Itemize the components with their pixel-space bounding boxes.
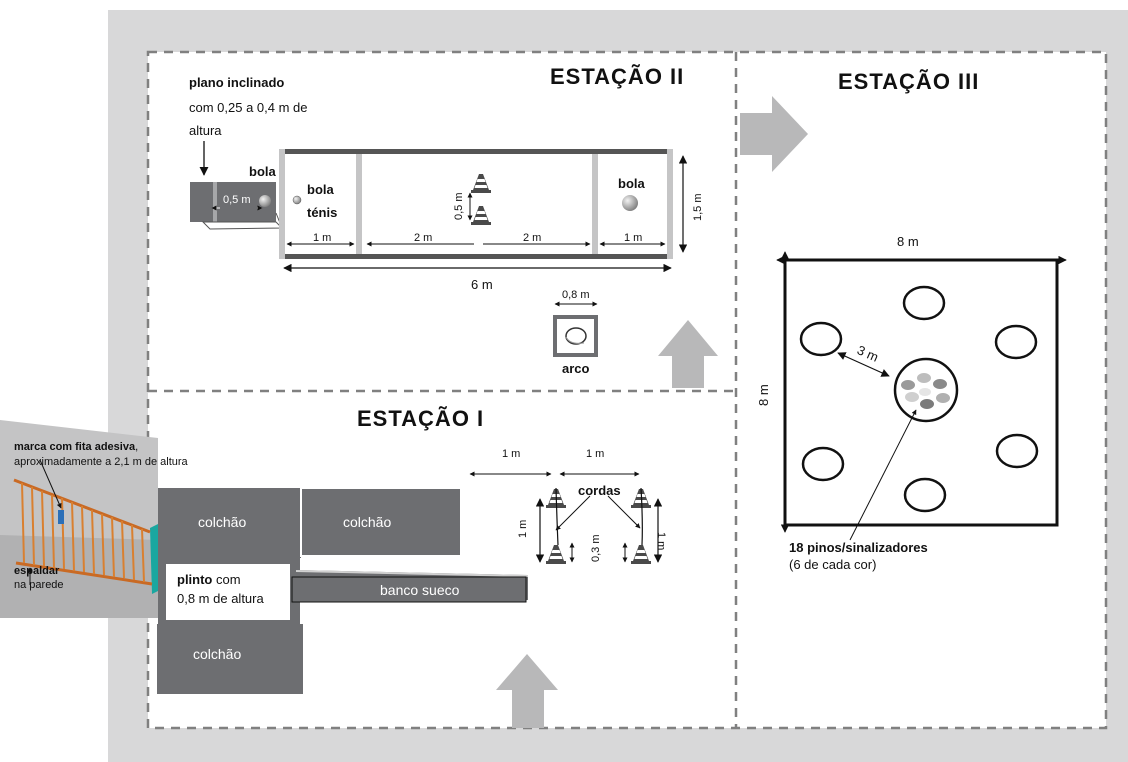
- square-field: [776, 251, 1067, 533]
- segment-3-label: 2 m: [523, 232, 542, 244]
- field-width-label: 8 m: [897, 234, 919, 249]
- ramp-width-label: 0,5 m: [223, 194, 251, 206]
- vault-box-bold: plinto: [177, 572, 213, 587]
- tennis-ball-label-1: bola: [307, 182, 334, 197]
- ramp-title: plano inclinado: [189, 75, 285, 90]
- wall-bars-label: espaldar: [14, 565, 60, 577]
- mat-3-label: colchão: [193, 646, 242, 662]
- radius-arrow: [837, 352, 890, 377]
- hoop-size-label: 0,8 m: [562, 289, 590, 301]
- bench-label: banco sueco: [380, 582, 460, 598]
- corridor-length-label: 6 m: [471, 277, 493, 292]
- ramp-ball-label: bola: [249, 164, 276, 179]
- station-boundaries: [146, 50, 1108, 730]
- tape-height-label: aproximadamente a 2,1 m de altura: [14, 456, 188, 468]
- mat-2-label: colchão: [343, 514, 392, 530]
- cone-gap-1-label: 1 m: [502, 448, 521, 460]
- corridor-width-label: 1,5 m: [692, 193, 704, 221]
- station-1-title: ESTAÇÃO I: [357, 406, 485, 431]
- tape-mark-bold: marca com fita adesiva: [14, 441, 136, 453]
- tape-mark-label: marca com fita adesiva,: [14, 441, 138, 453]
- mat-1-shape: [158, 488, 301, 558]
- cone-bottom: [471, 206, 491, 225]
- corridor: [279, 149, 673, 259]
- segment-1-label: 1 m: [313, 232, 332, 244]
- center-cones: [893, 357, 959, 423]
- wall-bars-panel: [0, 420, 160, 618]
- arrow-to-station1: [496, 654, 558, 728]
- vault-box-label-2: 0,8 m de altura: [177, 591, 264, 606]
- tape-mark-comma: ,: [135, 441, 139, 453]
- cone-dimensions: [469, 471, 663, 563]
- segment-2-label: 2 m: [414, 232, 433, 244]
- ropes: [555, 487, 643, 546]
- ramp-height-line1: com 0,25 a 0,4 m de: [189, 100, 308, 115]
- ropes-pointers: [555, 495, 641, 531]
- wall-bars-sub-label: na parede: [14, 579, 64, 591]
- rope-height-right-label: 1 m: [655, 532, 667, 551]
- rope-height-left-label: 1 m: [517, 519, 529, 538]
- mat-1-label: colchão: [198, 514, 247, 530]
- mat-3-shape: [157, 624, 303, 694]
- arrow-to-station3: [740, 96, 808, 172]
- cone-gap-2-label: 1 m: [586, 448, 605, 460]
- segment-4-label: 1 m: [624, 232, 643, 244]
- station-3-title: ESTAÇÃO III: [838, 69, 980, 94]
- low-rope-height-label: 0,3 m: [590, 534, 602, 562]
- tennis-ball: [292, 195, 302, 205]
- cones-pointer: [849, 409, 917, 541]
- cone-gap-label: 0,5 m: [453, 192, 465, 220]
- ropes-label: cordas: [578, 483, 621, 498]
- cones-label: 18 pinos/sinalizadores: [789, 540, 928, 555]
- rope-cone-bl: [546, 545, 566, 564]
- vault-box-label-1: plinto com: [177, 572, 241, 587]
- vault-box-rest: com: [212, 572, 241, 587]
- ball-right-label: bola: [618, 176, 645, 191]
- cones-note: (6 de cada cor): [789, 557, 877, 572]
- rope-cone-br: [631, 545, 651, 564]
- mat-2-shape: [300, 487, 462, 557]
- station-2-title: ESTAÇÃO II: [550, 64, 685, 89]
- field-height-label: 8 m: [756, 384, 771, 406]
- arrow-to-station2: [658, 320, 718, 388]
- ball-right: [622, 195, 638, 211]
- hoop: [553, 301, 598, 357]
- cone-top: [471, 174, 491, 193]
- ramp-height-line2: altura: [189, 123, 222, 138]
- hoops-ring: [799, 285, 1039, 513]
- hoop-label: arco: [562, 361, 590, 376]
- tennis-ball-label-2: ténis: [307, 205, 338, 220]
